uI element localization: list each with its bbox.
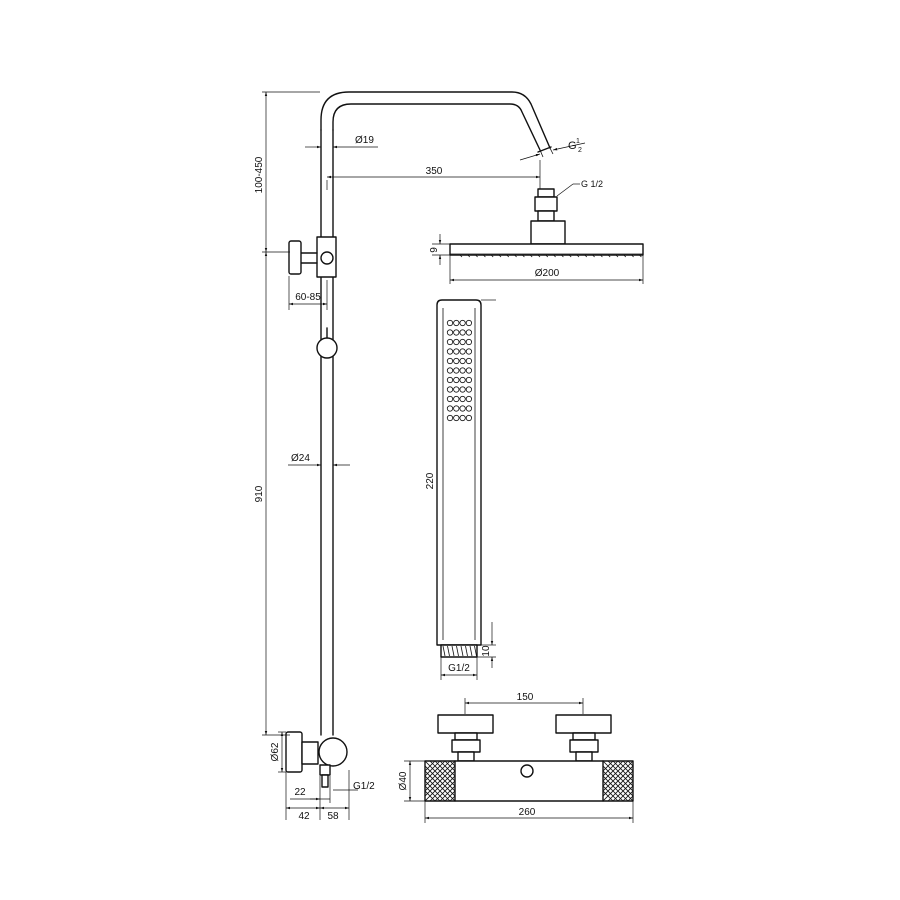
nozzle [446, 405, 454, 412]
nozzle [453, 414, 460, 422]
side-view [285, 91, 554, 788]
dim-arm-outlet-thread: G 1 2 [568, 138, 582, 154]
nozzle [459, 357, 466, 365]
nozzle [465, 386, 472, 393]
nozzle [459, 329, 466, 336]
head-labels: G 1/2 9 Ø200 [429, 179, 603, 279]
nozzle [465, 319, 472, 327]
nozzle [465, 348, 472, 355]
dim-riser-diameter: Ø24 [291, 453, 310, 464]
shower-head [449, 188, 644, 258]
shower-arm [320, 91, 554, 158]
nozzle [459, 348, 466, 355]
nozzle [453, 357, 460, 365]
dim-side-offset-42: 42 [298, 811, 310, 822]
nozzle [465, 367, 472, 374]
dim-hand-shower-length: 220 [425, 472, 436, 489]
nozzle [446, 338, 454, 346]
nozzle [459, 338, 466, 346]
nozzle [459, 376, 466, 384]
nozzle [465, 414, 472, 422]
dim-valve-total-width: 260 [519, 807, 536, 818]
nozzle [453, 376, 460, 384]
nozzle [465, 329, 472, 336]
riser-pipe [320, 129, 334, 736]
dim-valve-body-height: Ø40 [398, 771, 409, 790]
nozzle [459, 405, 466, 412]
dim-riser-height: 910 [254, 485, 265, 502]
side-valve [285, 731, 348, 788]
nozzle [453, 395, 460, 403]
svg-text:G: G [568, 140, 577, 152]
nozzle [446, 367, 454, 374]
valve-knurl-right [603, 761, 633, 801]
dim-head-connector-thread: G 1/2 [581, 179, 603, 189]
svg-text:1: 1 [576, 138, 580, 145]
nozzle [446, 386, 454, 393]
dim-hand-shower-thread: G1/2 [448, 663, 470, 674]
valve-dimensions [404, 698, 634, 823]
hand-shower-dimensions [440, 299, 496, 680]
dim-valve-center-distance: 150 [517, 692, 534, 703]
shower-head-nozzles [459, 254, 642, 258]
nozzle [446, 376, 454, 384]
nozzle [465, 395, 472, 403]
dim-head-thickness: 9 [429, 247, 440, 253]
dim-side-offset-22: 22 [294, 787, 306, 798]
nozzle [446, 329, 454, 336]
nozzle [453, 338, 460, 346]
hand-shower [436, 299, 482, 658]
nozzle [465, 357, 472, 365]
nozzle [459, 386, 466, 393]
dim-arm-length: 350 [426, 166, 443, 177]
nozzle [459, 319, 466, 327]
dim-arm-reach: 100-450 [254, 156, 265, 193]
nozzle [446, 414, 454, 422]
nozzle [446, 357, 454, 365]
dim-holder-offset: 60-85 [295, 292, 321, 303]
svg-text:2: 2 [578, 147, 582, 154]
hand-shower-nozzles [446, 319, 472, 422]
dim-hand-shower-thread-length: 10 [481, 645, 492, 657]
nozzle [446, 319, 454, 327]
hand-shower-holder [288, 236, 337, 278]
nozzle [453, 348, 460, 355]
head-dimensions [432, 183, 644, 284]
nozzle [453, 405, 460, 412]
dim-head-diameter: Ø200 [535, 268, 560, 279]
nozzle [446, 348, 454, 355]
slider-knob [316, 327, 338, 359]
dim-valve-knob-diameter: Ø62 [270, 742, 281, 761]
dim-arm-diameter: Ø19 [355, 135, 374, 146]
nozzle [446, 395, 454, 403]
hand-shower-labels: 220 10 G1/2 [425, 472, 492, 674]
dim-side-offset-58: 58 [327, 811, 339, 822]
dim-side-thread: G1/2 [353, 781, 375, 792]
valve-knurl-left [425, 761, 455, 801]
hand-shower-thread [442, 645, 477, 657]
nozzle [465, 405, 472, 412]
thermostatic-valve [424, 714, 634, 802]
nozzle [465, 338, 472, 346]
nozzle [465, 376, 472, 384]
nozzle [459, 367, 466, 374]
nozzle [453, 329, 460, 336]
nozzle [453, 386, 460, 393]
nozzle [459, 395, 466, 403]
nozzle [459, 414, 466, 422]
valve-labels: 150 Ø40 260 [398, 692, 536, 818]
nozzle [453, 367, 460, 374]
nozzle [453, 319, 460, 327]
side-dimensions [262, 91, 586, 820]
side-labels: 100-450 910 Ø19 350 G 1 2 60-85 Ø24 Ø62 … [254, 135, 582, 822]
